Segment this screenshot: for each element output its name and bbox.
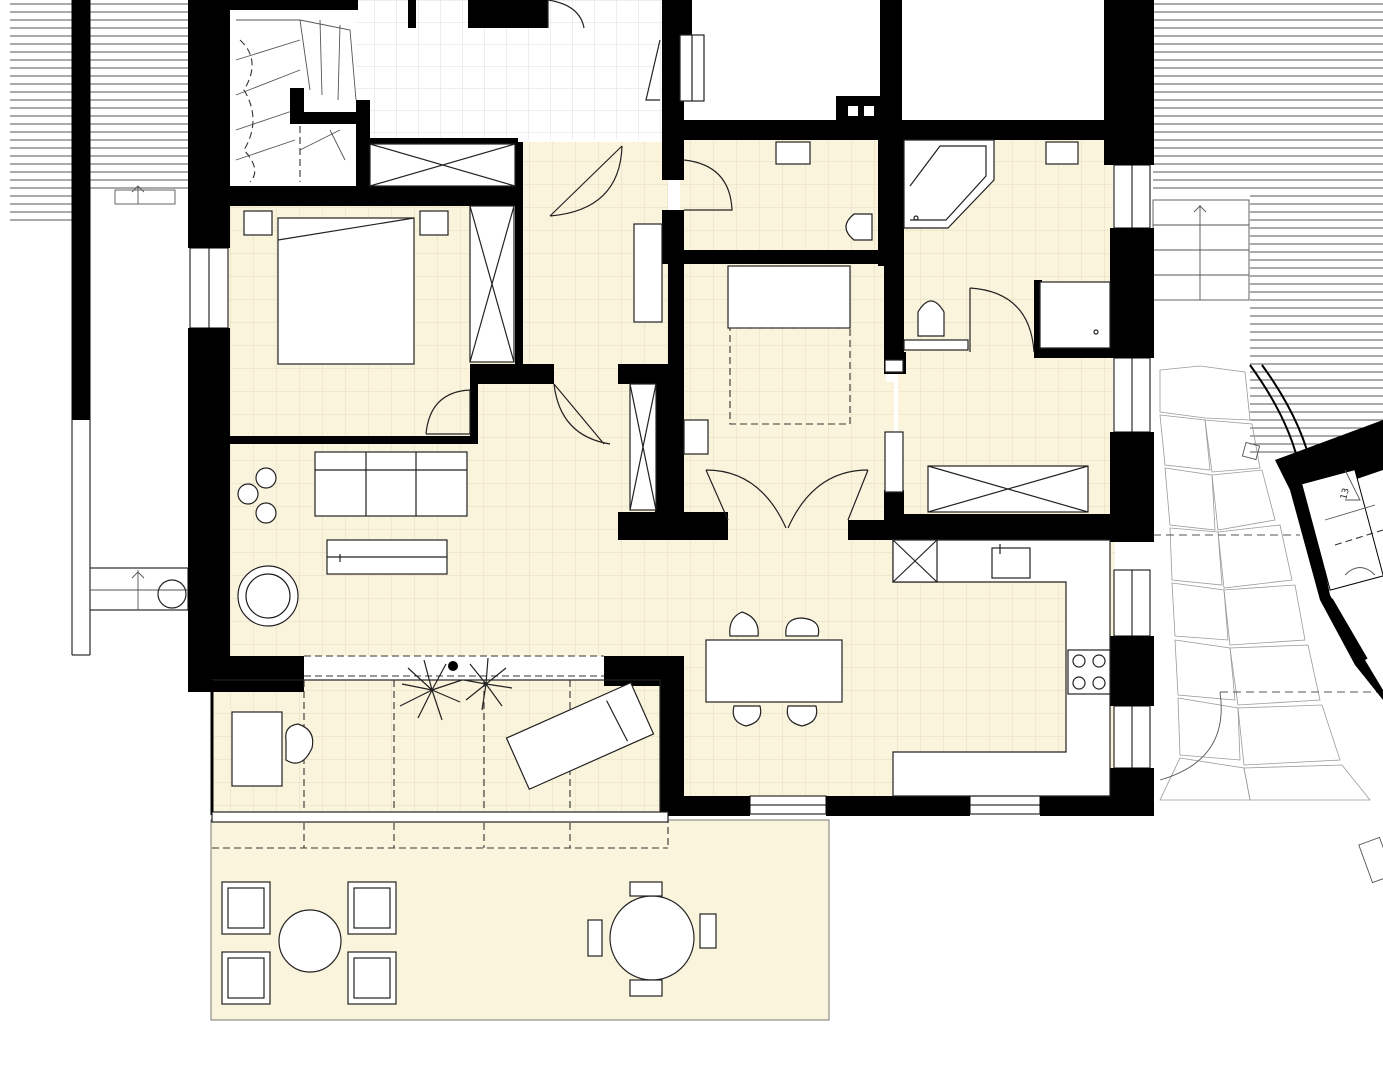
terrace-chair-1 (221, 881, 271, 935)
entrance-area (369, 0, 705, 187)
palm-plant-1 (399, 659, 463, 721)
side-table-3 (255, 502, 277, 524)
double-bed (277, 217, 415, 365)
dining-chair-1 (729, 611, 759, 637)
wc-toilet (845, 213, 873, 241)
hallway (549, 145, 733, 511)
dining-table (705, 639, 843, 703)
staircase (230, 10, 360, 186)
kitchen-sink (991, 547, 1031, 579)
terrace-chair-6 (629, 979, 663, 997)
dining-chair-2 (785, 617, 820, 637)
hall-cabinet (633, 223, 663, 323)
wc-door-swing (683, 159, 733, 211)
round-armchair (237, 565, 299, 627)
bath-door-swing (969, 287, 1035, 353)
loggia-chair (285, 723, 314, 764)
nightstand-left (243, 210, 273, 236)
corner-bathtub (903, 139, 995, 229)
left-hatched-area (10, 0, 190, 656)
double-door-swing (705, 469, 869, 529)
wc-room (775, 141, 873, 241)
bedroom-door-swing (425, 389, 471, 435)
kitchen (705, 539, 1111, 797)
desk-small (683, 419, 709, 455)
side-table-1 (255, 467, 277, 489)
loggia-desk (231, 711, 283, 787)
terrace-chair-8 (699, 913, 717, 949)
terrace-chair-3 (221, 951, 271, 1005)
terrace-chair-7 (587, 919, 603, 957)
neighbor-stair-detail: 13 (1275, 420, 1383, 700)
terrace-chair-2 (347, 881, 397, 935)
dining-chair-3 (732, 705, 762, 727)
shower (1039, 281, 1111, 349)
terrace (221, 881, 717, 1005)
dining-chair-4 (786, 705, 818, 727)
nightstand-right (419, 210, 449, 236)
terrace-table-right (609, 895, 695, 981)
stair-number-label: 13 (1339, 487, 1352, 501)
bath-toilet (917, 300, 945, 337)
single-bed (727, 265, 851, 329)
terrace-chair-5 (629, 881, 663, 897)
hallway-door-swing-top (549, 145, 623, 217)
living-room (237, 451, 468, 627)
loggia (210, 655, 669, 849)
bedroom (243, 205, 515, 435)
bathroom (903, 139, 1111, 513)
terrace-chair-4 (347, 951, 397, 1005)
palm-plant-2 (463, 657, 513, 711)
terrace-table-left (278, 909, 342, 973)
sun-lounger (505, 681, 655, 791)
right-hatched-area (1152, 0, 1383, 455)
living-door-swing (553, 383, 611, 445)
sofa (314, 451, 468, 517)
bedroom-two (683, 265, 904, 529)
side-table-2 (237, 483, 259, 505)
